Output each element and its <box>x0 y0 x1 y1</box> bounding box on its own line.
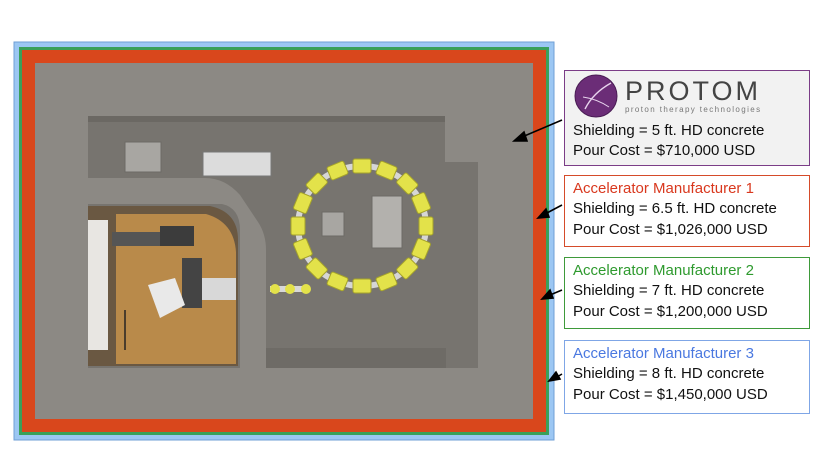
ring-magnet <box>396 257 419 280</box>
manufacturer-3-title: Accelerator Manufacturer 3 <box>573 345 754 362</box>
wall-corner <box>445 116 478 162</box>
manufacturer-2-callout: Accelerator Manufacturer 2 Shielding = 7… <box>564 257 810 329</box>
patient-couch <box>148 278 185 318</box>
control-desk <box>88 220 108 350</box>
ring-magnet <box>305 172 328 195</box>
ring-magnet <box>326 271 349 292</box>
protom-tagline: proton therapy technologies <box>625 105 762 114</box>
ring-magnet <box>352 278 372 294</box>
ring-magnet <box>326 160 349 181</box>
room-divider <box>124 310 126 350</box>
synchrotron-ring <box>290 158 434 294</box>
power-supply <box>371 195 403 249</box>
patient-positioner <box>182 258 202 308</box>
arrow-head <box>536 207 551 219</box>
ring-magnet <box>375 271 398 292</box>
ring-magnet <box>352 158 372 174</box>
protom-cost: Pour Cost = $710,000 USD <box>573 142 756 159</box>
control-cabinet <box>321 211 345 237</box>
manufacturer-3-shielding: Shielding = 8 ft. HD concrete <box>573 365 765 382</box>
ring-magnet <box>396 172 419 195</box>
equipment-rack <box>124 141 162 173</box>
manufacturer-1-cost: Pour Cost = $1,026,000 USD <box>573 221 768 238</box>
manufacturer-1-callout: Accelerator Manufacturer 1 Shielding = 6… <box>564 175 810 247</box>
ring-magnet <box>293 192 313 214</box>
manufacturer-2-title: Accelerator Manufacturer 2 <box>573 262 754 279</box>
wall-edge-bottom <box>266 348 446 368</box>
ring-magnet <box>293 238 313 260</box>
manufacturer-3-callout: Accelerator Manufacturer 3 Shielding = 8… <box>564 340 810 414</box>
ring-magnet <box>418 216 434 236</box>
ring-magnet <box>305 257 328 280</box>
protom-callout: PROTOM proton therapy technologies Shiel… <box>564 70 810 166</box>
protom-brand: PROTOM <box>625 76 762 106</box>
ring-magnet <box>375 160 398 181</box>
protom-shielding: Shielding = 5 ft. HD concrete <box>573 122 765 139</box>
manufacturer-2-cost: Pour Cost = $1,200,000 USD <box>573 303 768 320</box>
manufacturer-2-shielding: Shielding = 7 ft. HD concrete <box>573 282 765 299</box>
beam-line-magnet <box>285 284 295 294</box>
wall-edge-top <box>88 116 478 122</box>
beam-line-magnet <box>270 284 280 294</box>
couch-end <box>202 278 236 300</box>
injector-linac <box>202 151 272 177</box>
robot-base <box>160 226 194 246</box>
ring-magnet <box>290 216 306 236</box>
gantry-arm <box>112 232 174 246</box>
arrow-head <box>540 288 555 300</box>
manufacturer-3-cost: Pour Cost = $1,450,000 USD <box>573 386 768 403</box>
interior-wall <box>88 178 266 368</box>
manufacturer-1-title: Accelerator Manufacturer 1 <box>573 180 754 197</box>
manufacturer-1-shielding: Shielding = 6.5 ft. HD concrete <box>573 200 777 217</box>
arrow-head <box>511 130 529 142</box>
arrow-head <box>547 370 562 383</box>
protom-logo: PROTOM proton therapy technologies <box>573 71 801 121</box>
arrow-protom <box>521 119 563 138</box>
ring-magnet <box>411 192 431 214</box>
beam-line-magnet <box>301 284 311 294</box>
protom-logo-icon <box>574 74 618 118</box>
ring-magnet <box>411 238 431 260</box>
